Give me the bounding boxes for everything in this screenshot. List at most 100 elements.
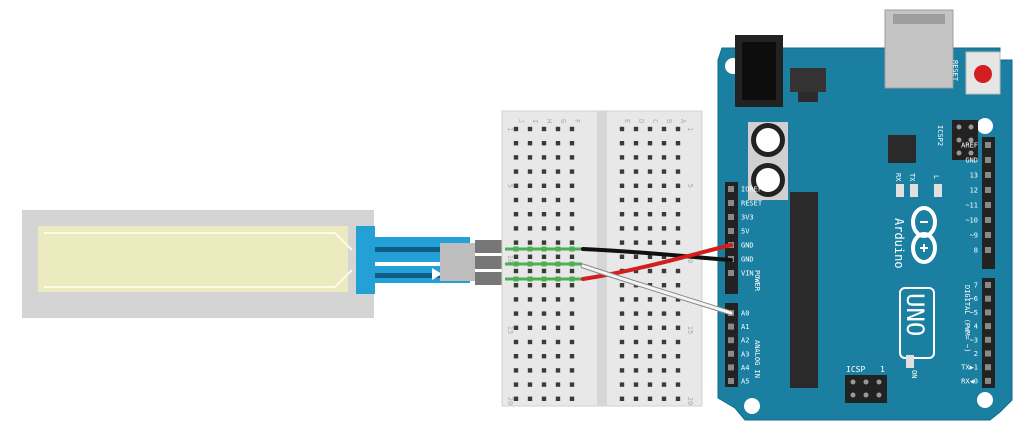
breadboard-hole	[513, 212, 519, 217]
breadboard-hole	[633, 197, 639, 203]
breadboard-hole	[675, 141, 681, 146]
breadboard-hole	[633, 354, 639, 359]
breadboard-hole	[661, 339, 667, 345]
breadboard-hole	[569, 382, 575, 387]
power-pin	[728, 228, 734, 234]
voltage-regulator-tab	[798, 92, 818, 102]
column-letter: A	[679, 119, 687, 124]
breadboard-hole	[675, 297, 681, 302]
row-number-right: 20	[686, 397, 694, 405]
breadboard-hole	[619, 283, 625, 288]
breadboard-hole	[541, 268, 547, 274]
pin-one-marker-icon	[432, 268, 442, 280]
power-pin-label: 3V3	[741, 214, 754, 222]
breadboard-hole	[513, 297, 519, 302]
column-letter: H	[545, 119, 553, 123]
power-pin	[728, 270, 734, 276]
breadboard-hole	[527, 382, 533, 387]
digital-pin	[985, 172, 991, 178]
digital-pin-label: ~6	[970, 295, 978, 303]
breadboard-hole	[569, 254, 575, 259]
breadboard-hole	[675, 325, 681, 330]
digital-pin-label: ~11	[965, 202, 978, 210]
power-section-label: POWER	[753, 270, 761, 292]
analog-pin-label: A4	[741, 364, 749, 372]
breadboard-hole	[675, 339, 681, 345]
breadboard-hole	[619, 169, 625, 174]
breadboard-hole	[661, 240, 667, 245]
digital-pin	[985, 350, 991, 357]
arduino-uno-board: RESET ICSP2 RX TX L	[717, 9, 1013, 421]
breadboard-hole	[555, 339, 561, 345]
breadboard-hole	[555, 368, 561, 373]
icsp-label: ICSP	[846, 365, 865, 374]
mounting-hole	[744, 398, 760, 414]
breadboard-hole	[619, 368, 625, 373]
breadboard-hole	[527, 141, 533, 146]
breadboard-hole	[675, 311, 681, 316]
breadboard-hole	[675, 268, 681, 274]
breadboard-hole	[555, 212, 561, 217]
breadboard-hole	[555, 297, 561, 302]
breadboard-hole	[647, 268, 653, 274]
column-letter: B	[665, 119, 673, 123]
breadboard-hole	[569, 240, 575, 245]
breadboard-hole	[569, 155, 575, 160]
breadboard-hole	[569, 339, 575, 345]
breadboard-hole	[555, 254, 561, 259]
breadboard-hole	[633, 368, 639, 373]
reset-button[interactable]	[974, 65, 992, 83]
5v-wire	[581, 243, 733, 281]
analog-pin	[728, 337, 734, 344]
row-number-left: 20	[506, 397, 514, 405]
breadboard-hole	[661, 382, 667, 387]
breadboard-hole	[527, 339, 533, 345]
power-pin-label: VIN	[741, 270, 754, 278]
breadboard-hole	[541, 254, 547, 259]
analog-section-label: ANALOG IN	[753, 340, 761, 378]
breadboard-hole	[513, 268, 519, 274]
column-letter: G	[559, 119, 567, 123]
breadboard-hole	[541, 283, 547, 288]
breadboard-hole	[647, 212, 653, 217]
digital-section-label: DIGITAL (PWM= ~)	[963, 285, 971, 352]
breadboard-hole	[541, 197, 547, 203]
analog-pin-label: A1	[741, 323, 749, 331]
rx-label: RX	[894, 173, 902, 182]
breadboard-hole	[513, 155, 519, 160]
l-label: L	[932, 175, 940, 179]
breadboard-hole	[513, 368, 519, 373]
icsp2-header	[952, 120, 978, 160]
breadboard-hole	[541, 141, 547, 146]
digital-pin	[985, 295, 991, 302]
breadboard-hole	[647, 169, 653, 174]
breadboard-hole	[647, 311, 653, 316]
row-number-left: 10	[506, 255, 514, 263]
column-letter: F	[573, 119, 581, 123]
breadboard-hole	[633, 240, 639, 245]
breadboard-hole	[513, 226, 519, 231]
breadboard-hole	[569, 268, 575, 274]
breadboard-hole	[555, 325, 561, 330]
analog-pin	[728, 364, 734, 371]
arduino-pin-labels: IOREFRESET3V35VGNDGNDVINA0A1A2A3A4A5AREF…	[741, 142, 978, 386]
breadboard-hole	[569, 396, 575, 401]
breadboard-hole	[619, 297, 625, 302]
breadboard-hole	[527, 325, 533, 330]
breadboard-hole	[675, 197, 681, 203]
breadboard-hole	[661, 212, 667, 217]
flex-sensor-trace-top	[44, 232, 353, 251]
breadboard-hole	[661, 169, 667, 174]
capacitor-top	[756, 168, 780, 192]
breadboard-hole	[675, 283, 681, 288]
breadboard-hole	[661, 368, 667, 373]
breadboard-hole	[555, 226, 561, 231]
breadboard-hole	[619, 396, 625, 401]
breadboard-hole	[513, 254, 519, 259]
breadboard-hole	[661, 183, 667, 188]
arduino-logo-icon	[911, 206, 937, 264]
breadboard-hole	[513, 396, 519, 401]
breadboard-hole	[555, 155, 561, 160]
header-pin-1	[475, 240, 507, 253]
analog-pin-label: A0	[741, 310, 749, 318]
